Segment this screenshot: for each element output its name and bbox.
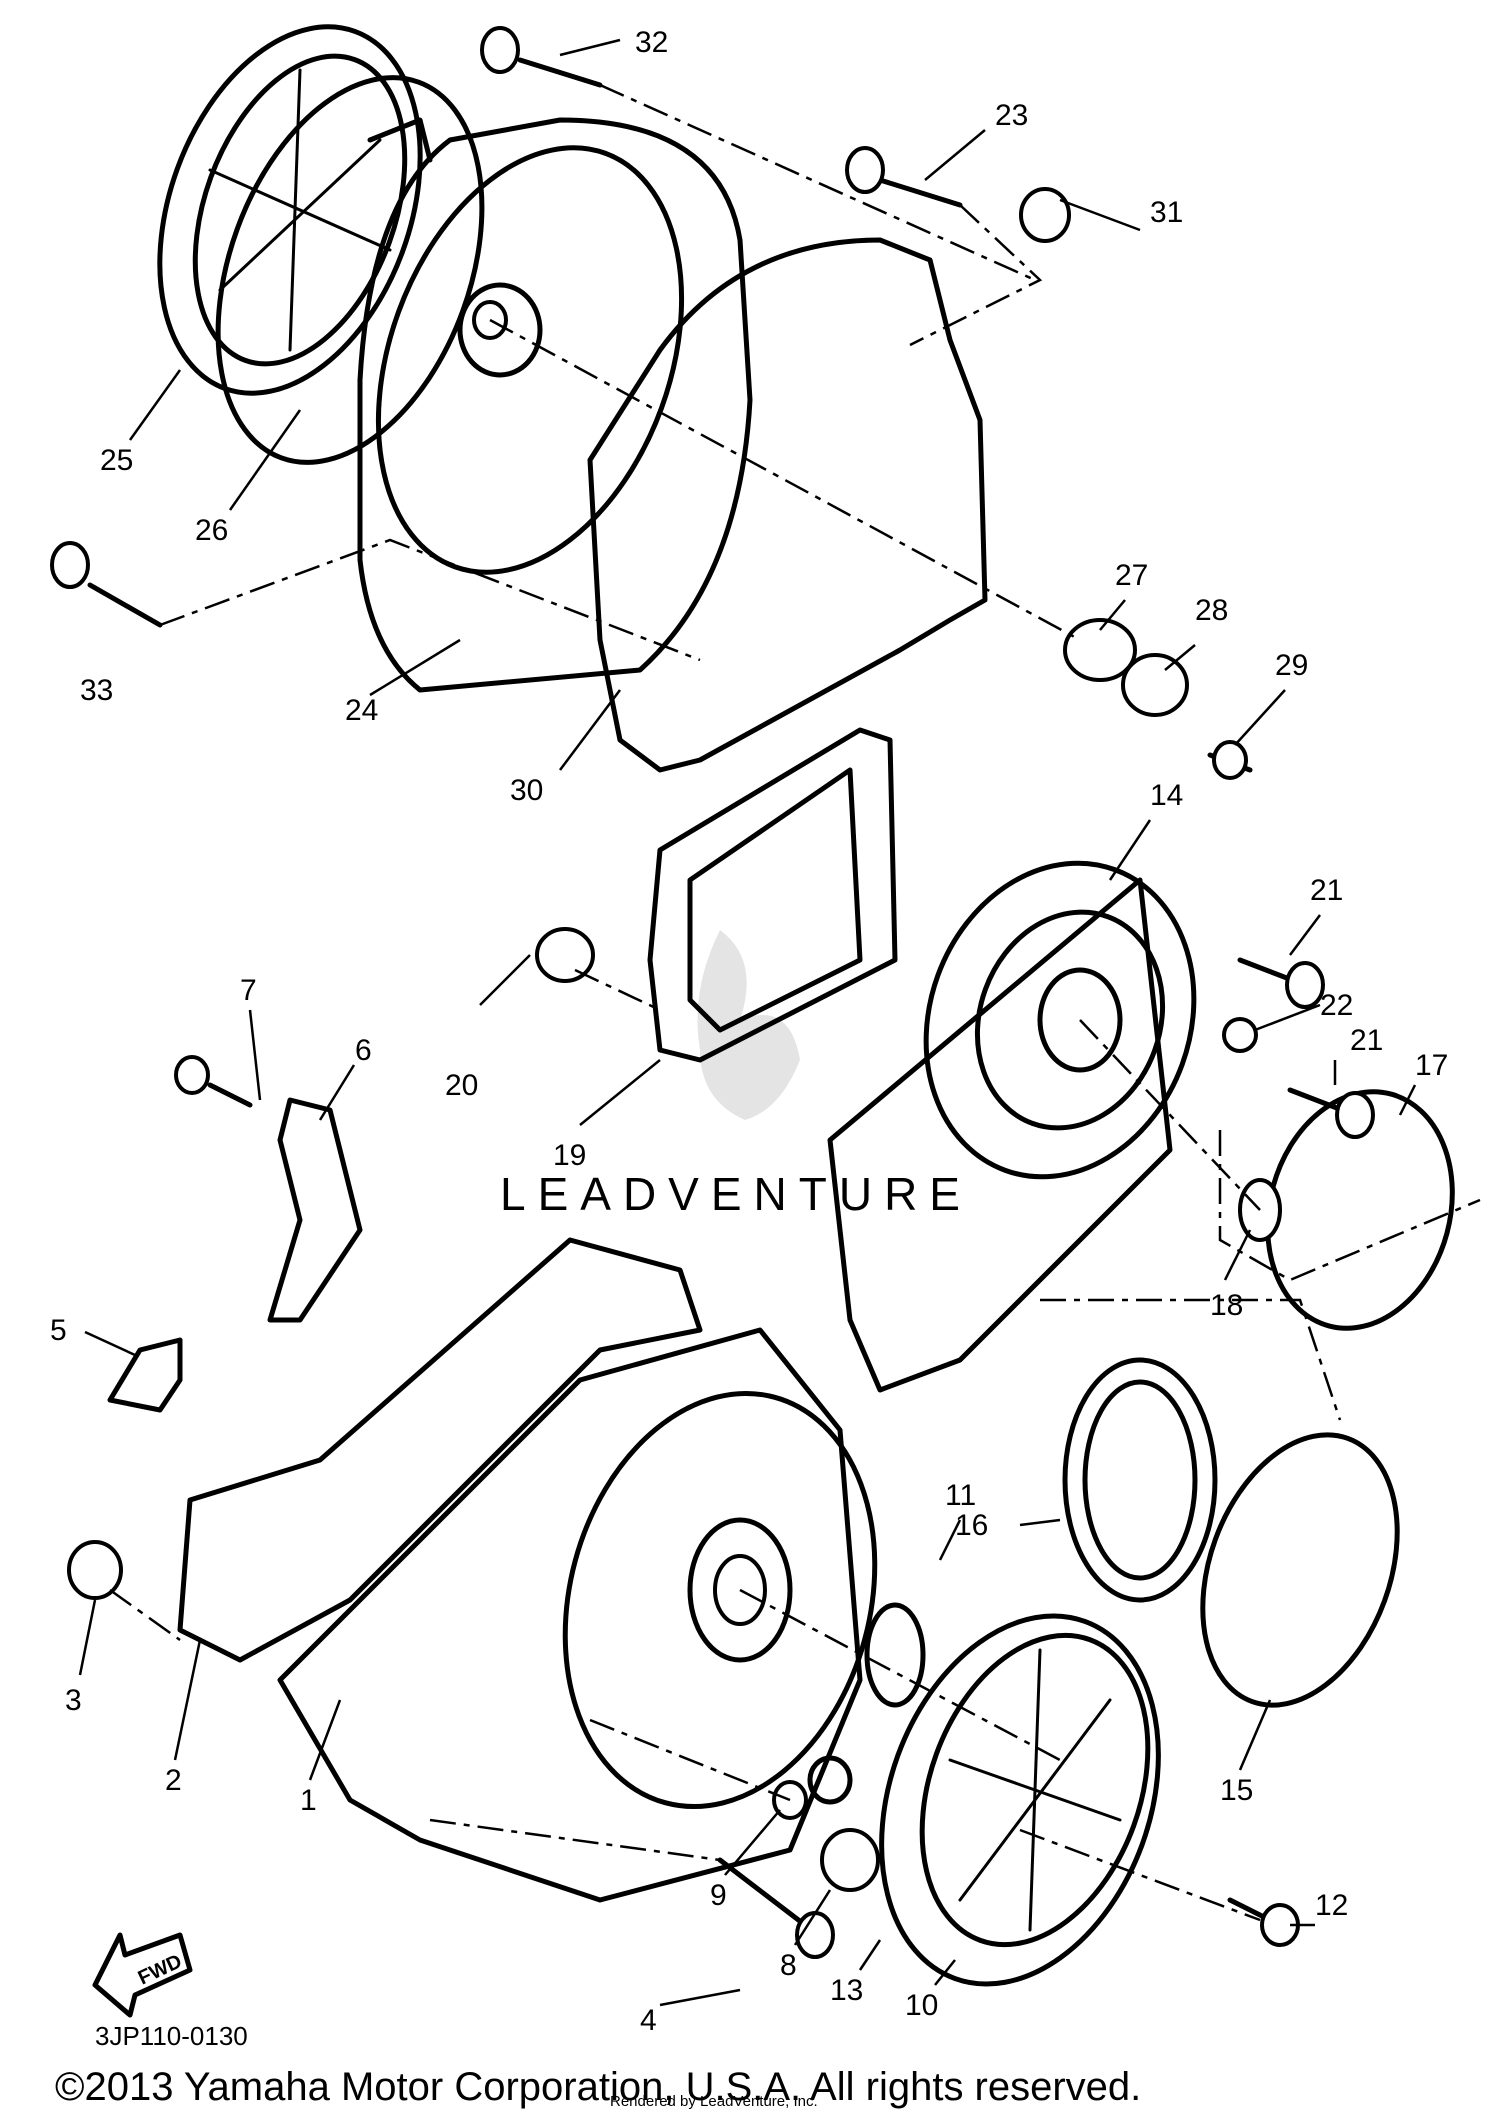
- bolt-23: [845, 146, 963, 208]
- bolt-33: [480, 26, 603, 88]
- label-10: 10: [905, 1989, 938, 2022]
- label-30: 30: [510, 774, 543, 807]
- label-25: 25: [100, 444, 133, 477]
- part-6-bracket: [267, 1097, 363, 1323]
- label-21a: 21: [1310, 874, 1343, 907]
- watermark-text: LEADVENTURE: [500, 1168, 972, 1220]
- label-17: 17: [1415, 1049, 1448, 1082]
- diagram-code: 3JP110-0130: [95, 2021, 248, 2051]
- part-24-housing: [357, 117, 753, 693]
- part-1-crankcase-cover: [277, 1327, 878, 1903]
- label-24: 24: [345, 694, 378, 727]
- copyright-notice: ©2013 Yamaha Motor Corporation, U.S.A. A…: [55, 2065, 1141, 2109]
- label-21b: 21: [1350, 1024, 1383, 1057]
- part-25-outer-cover: [157, 24, 423, 396]
- label-5: 5: [50, 1314, 67, 1347]
- label-31: 31: [1150, 196, 1183, 229]
- part-5-clip: [107, 1337, 183, 1413]
- bolt-4: [717, 1857, 835, 1959]
- part-3-dowel: [67, 1540, 123, 1600]
- part-20-dowel: [535, 927, 595, 983]
- bolt-29: [1207, 740, 1253, 780]
- label-33: 32: [635, 26, 668, 59]
- fwd-arrow: FWD: [92, 1932, 193, 2018]
- rendered-by: Rendered by LeadVenture, Inc.: [610, 2093, 818, 2109]
- bolt-21a: [1237, 957, 1325, 1009]
- part-2-gasket: [177, 1237, 703, 1663]
- label-2: 2: [165, 1764, 182, 1797]
- bolt-32: [50, 541, 163, 628]
- part-11-o-ring-large: [864, 1602, 926, 1708]
- part-11-o-ring: [807, 1755, 853, 1805]
- label-26: 26: [195, 514, 228, 547]
- label-14: 14: [1150, 779, 1183, 812]
- label-18: 18: [1210, 1289, 1243, 1322]
- label-6: 6: [355, 1034, 372, 1067]
- part-28-washer: [1121, 653, 1189, 717]
- part-31-dowel: [1019, 187, 1071, 243]
- part-19-gasket: [647, 727, 898, 1063]
- label-4: 4: [640, 2004, 657, 2037]
- part-number-labels: 32 23 31 25 26 33 24 30 27 28 29 14 21 2…: [50, 26, 1448, 2037]
- label-20: 20: [445, 1069, 478, 1102]
- label-1: 1: [300, 1784, 317, 1817]
- label-27: 27: [1115, 559, 1148, 592]
- part-30-gasket: [587, 237, 988, 773]
- label-3: 3: [65, 1684, 82, 1717]
- watermark: LEADVENTURE: [500, 930, 972, 1220]
- part-16-seal-ring: [1062, 1357, 1218, 1603]
- part-15-cap: [1200, 1432, 1400, 1708]
- leader-lines: [78, 38, 1417, 2007]
- part-26-gasket: [215, 75, 485, 465]
- label-12: 12: [1315, 1889, 1348, 1922]
- label-32: 33: [80, 674, 113, 707]
- assembly-lines: [109, 83, 1481, 1922]
- label-7: 7: [240, 974, 257, 1007]
- label-28: 28: [1195, 594, 1228, 627]
- label-29: 29: [1275, 649, 1308, 682]
- part-8-plug: [820, 1828, 880, 1892]
- label-8: 8: [780, 1949, 797, 1982]
- label-19: 19: [553, 1139, 586, 1172]
- label-11: 11: [945, 1479, 976, 1512]
- bolt-12: [1227, 1897, 1300, 1947]
- label-15: 15: [1220, 1774, 1253, 1807]
- label-22: 22: [1320, 989, 1353, 1022]
- label-23: 23: [995, 99, 1028, 132]
- label-13: 13: [830, 1974, 863, 2007]
- part-16-seal-inner: [1082, 1379, 1198, 1581]
- bolt-7: [174, 1055, 253, 1108]
- bolt-21b: [1287, 1087, 1375, 1139]
- part-22-o-ring: [1222, 1017, 1258, 1053]
- watermark-flame-icon: [697, 930, 800, 1120]
- label-16: 16: [955, 1509, 988, 1542]
- part-27-grommet: [1063, 618, 1137, 682]
- part-10-outer-cover: [879, 1613, 1161, 1987]
- part-14-inner-cover: [827, 860, 1197, 1393]
- label-9: 9: [710, 1879, 727, 1912]
